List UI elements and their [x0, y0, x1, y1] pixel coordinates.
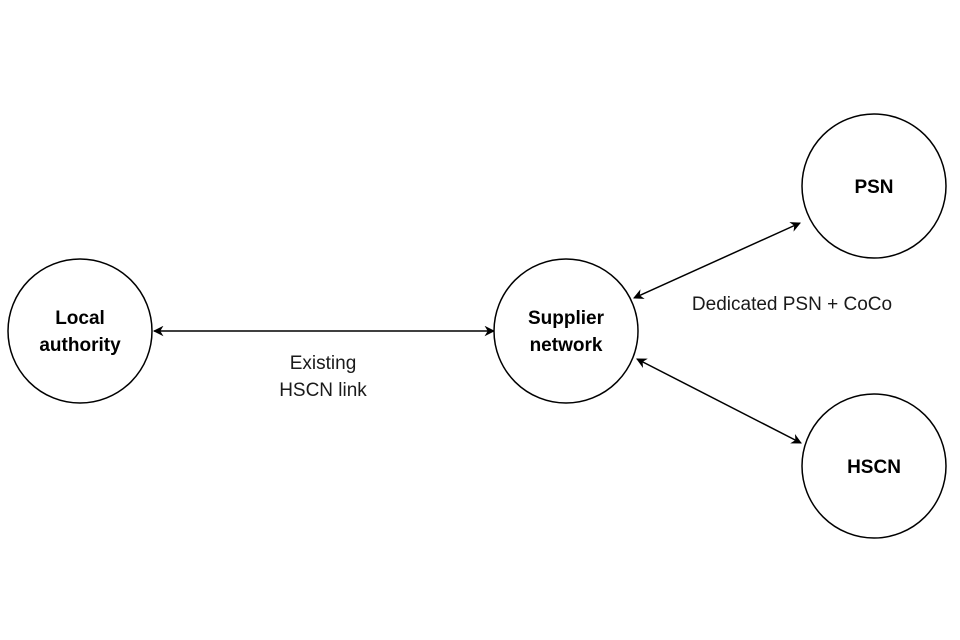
edge-supplier-hscn [636, 358, 802, 444]
node-label-line: network [530, 335, 603, 356]
node-supplier-network[interactable]: Supplier network [493, 258, 639, 404]
node-label-line: Local [55, 308, 105, 329]
node-label-line: Supplier [528, 308, 605, 329]
node-local-authority[interactable]: Local authority [7, 258, 153, 404]
edge-label-existing-hscn-link: Existing [290, 353, 357, 374]
edge-supplier-psn [633, 222, 801, 299]
node-label-line: PSN [854, 177, 893, 198]
node-label-line: authority [39, 335, 121, 356]
edge-label-dedicated-psn: Dedicated PSN + CoCo [692, 294, 892, 315]
node-label-line: HSCN [847, 457, 901, 478]
node-psn[interactable]: PSN [801, 113, 947, 259]
edge-label-existing-hscn-link: HSCN link [279, 380, 367, 401]
node-hscn[interactable]: HSCN [801, 393, 947, 539]
